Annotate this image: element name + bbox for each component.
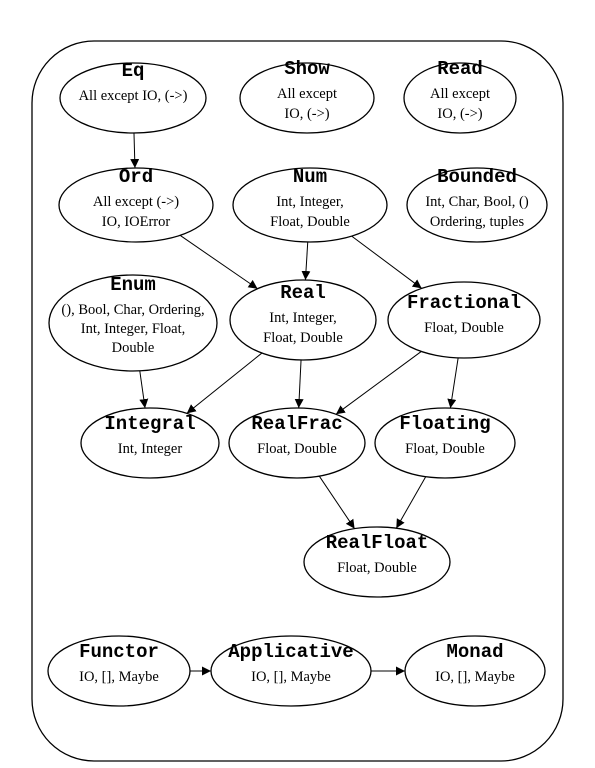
edge-eq-to-ord [130, 132, 140, 169]
node-bounded-ellipse [406, 167, 548, 243]
edge-real-to-integral [186, 352, 263, 414]
node-ord-instances-line: All except (->) [93, 194, 179, 210]
node-realfloat-ellipse [303, 526, 451, 598]
node-floating-ellipse [374, 407, 516, 479]
node-show-instances-line: IO, (->) [284, 106, 329, 122]
node-show-title: Show [284, 58, 330, 80]
node-real-instances-line: Float, Double [263, 330, 343, 346]
node-eq-ellipse [59, 62, 207, 134]
node-num-title: Num [293, 166, 327, 188]
node-enum-title: Enum [110, 274, 156, 296]
edge-num-to-real [301, 241, 311, 281]
node-num-instances-line: Int, Integer, [276, 194, 343, 210]
node-show-ellipse [239, 62, 375, 134]
node-applicative-instances-line: IO, [], Maybe [251, 669, 331, 685]
edge-num-to-fractional [351, 235, 423, 289]
edge-realfrac-to-realfloat [318, 475, 356, 529]
node-realfrac-instances-line: Float, Double [257, 441, 337, 457]
node-monad-instances-line: IO, [], Maybe [435, 669, 515, 685]
node-read-title: Read [437, 58, 483, 80]
node-show-instances-line: All except [277, 86, 337, 102]
node-num-instances-line: Float, Double [270, 214, 350, 230]
node-fractional-title: Fractional [407, 292, 521, 314]
node-applicative-title: Applicative [228, 641, 353, 663]
edge-fractional-to-floating [447, 357, 459, 409]
node-monad-ellipse [404, 635, 546, 707]
node-enum-instances-line: Int, Integer, Float, [81, 321, 186, 337]
node-ord-ellipse [58, 167, 214, 243]
node-functor-ellipse [47, 635, 191, 707]
node-realfrac-title: RealFrac [251, 413, 342, 435]
node-ord-title: Ord [119, 166, 153, 188]
node-bounded-instances-line: Int, Char, Bool, () [425, 194, 528, 210]
node-bounded-title: Bounded [437, 166, 517, 188]
node-real-instances-line: Int, Integer, [269, 310, 336, 326]
node-eq-instances-line: All except IO, (->) [79, 88, 188, 104]
node-read-instances-line: IO, (->) [437, 106, 482, 122]
node-real-ellipse [229, 279, 377, 361]
node-floating-instances-line: Float, Double [405, 441, 485, 457]
node-realfrac-ellipse [228, 407, 366, 479]
edge-fractional-to-realfrac [335, 351, 422, 415]
node-integral-title: Integral [104, 413, 195, 435]
node-functor-title: Functor [79, 641, 159, 663]
node-fractional-ellipse [387, 281, 541, 359]
node-realfloat-title: RealFloat [326, 532, 429, 554]
node-enum: Enum (), Bool, Char, Ordering, Int, Intege… [48, 274, 218, 372]
node-applicative-ellipse [210, 635, 372, 707]
node-read-instances-line: All except [430, 86, 490, 102]
edge-real-to-realfrac [294, 359, 304, 409]
node-integral-instances-line: Int, Integer [118, 441, 183, 457]
node-functor-instances-line: IO, [], Maybe [79, 669, 159, 685]
node-num-ellipse [232, 167, 388, 243]
node-monad-title: Monad [446, 641, 503, 663]
edge-floating-to-realfloat [395, 476, 427, 529]
node-integral-ellipse [80, 407, 220, 479]
edges-layer [130, 132, 459, 676]
node-floating-title: Floating [399, 413, 490, 435]
node-bounded-instances-line: Ordering, tuples [430, 214, 525, 230]
node-eq-title: Eq [122, 60, 145, 82]
diagram-frame [31, 40, 564, 762]
node-enum-instances-line: Double [112, 340, 155, 356]
node-real-title: Real [280, 282, 326, 304]
node-ord-instances-line: IO, IOError [102, 214, 171, 230]
node-enum-ellipse [48, 274, 218, 372]
node-realfloat-instances-line: Float, Double [337, 560, 417, 576]
edge-enum-to-integral [139, 370, 149, 409]
edge-ord-to-real [179, 234, 258, 290]
node-enum-instances-line: (), Bool, Char, Ordering, [61, 302, 204, 318]
node-read-ellipse [403, 62, 517, 134]
node-fractional-instances-line: Float, Double [424, 320, 504, 336]
